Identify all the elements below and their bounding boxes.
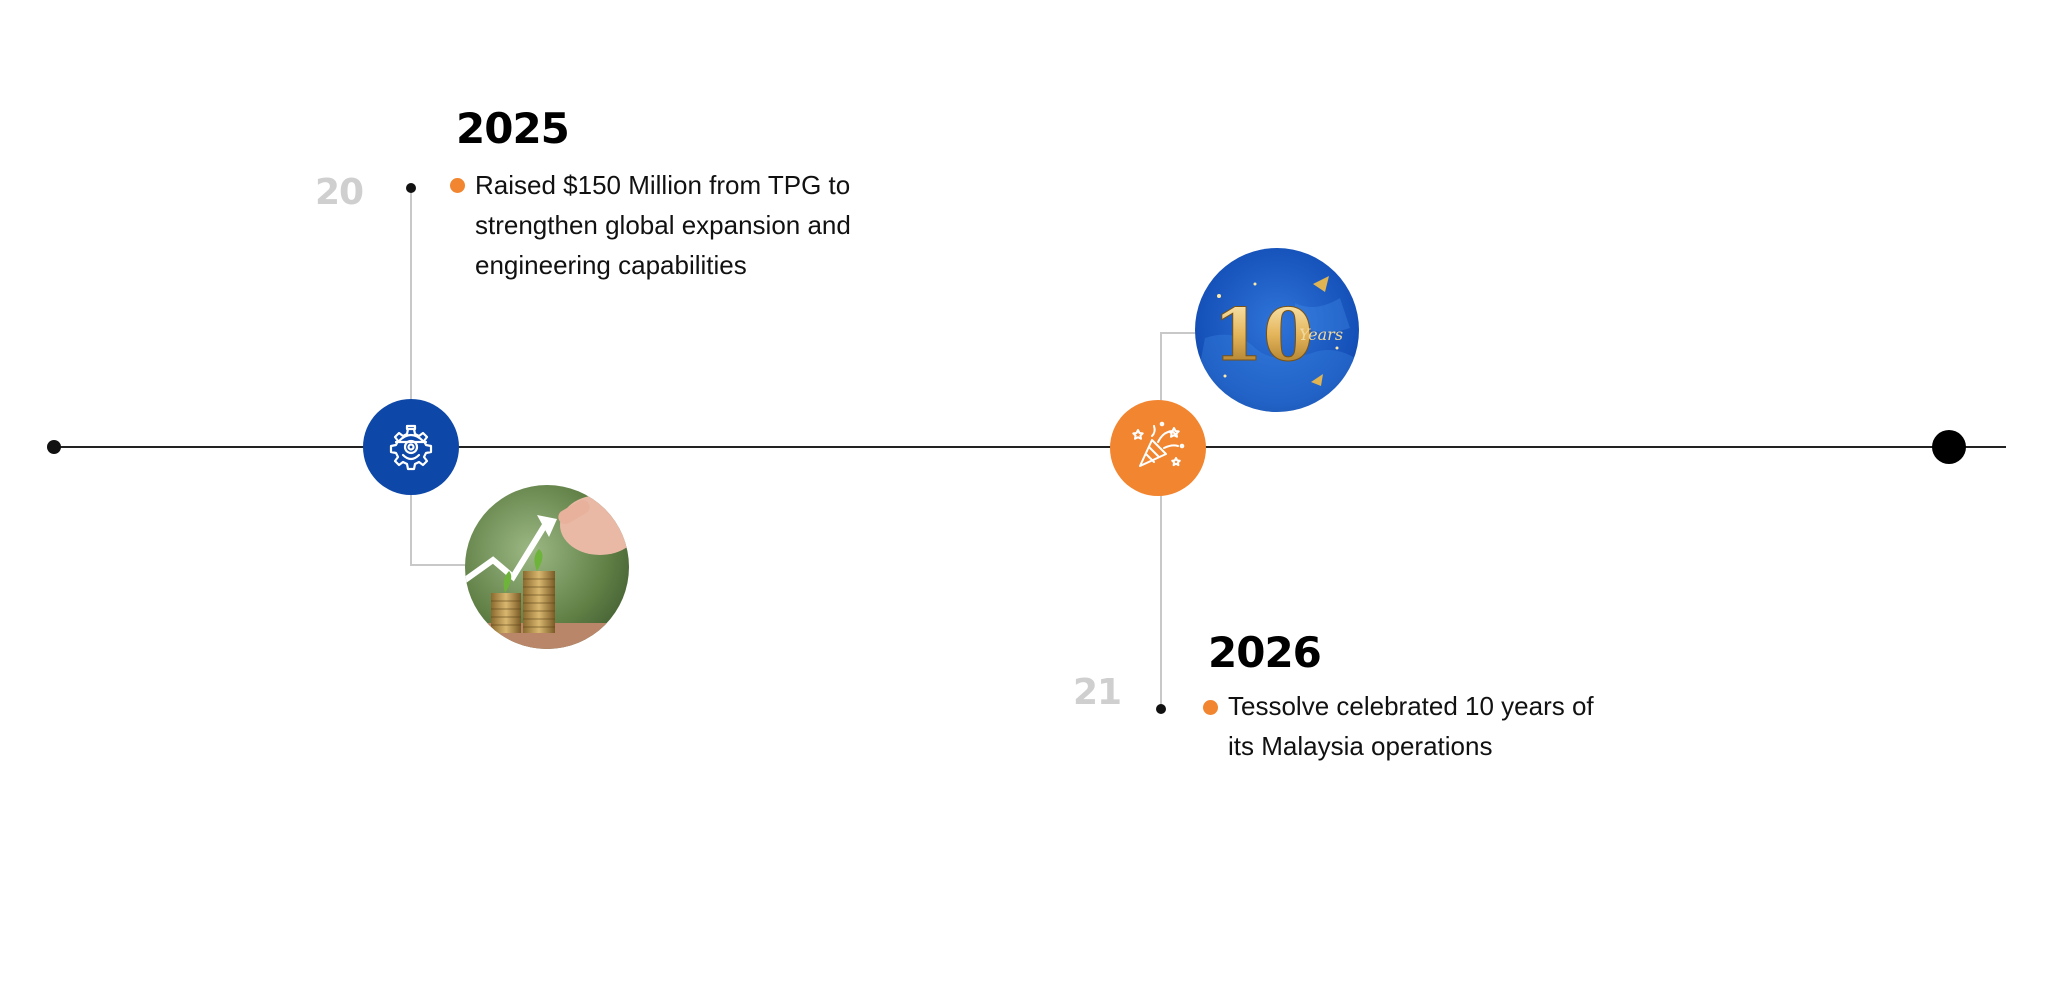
milestone-index: 21 — [1073, 672, 1122, 713]
timeline-axis — [54, 446, 2006, 448]
milestone-index: 20 — [315, 172, 364, 213]
badge-number: 10 — [1213, 292, 1313, 377]
milestone-year: 2025 — [456, 104, 570, 153]
description-line: Raised $150 Million from TPG to — [475, 170, 851, 200]
connector-horizontal — [1160, 332, 1206, 334]
description-line: its Malaysia operations — [1228, 731, 1493, 761]
connector-vertical — [1160, 332, 1162, 707]
anchor-dot — [406, 183, 416, 193]
engineer-gear-icon — [363, 399, 459, 495]
coins-growth-image — [465, 485, 629, 649]
party-popper-icon — [1110, 400, 1206, 496]
milestone-year: 2026 — [1208, 628, 1322, 677]
badge-word: Years — [1299, 325, 1343, 344]
description-line: engineering capabilities — [475, 250, 747, 280]
timeline-start-dot — [47, 440, 61, 454]
milestone-description: Raised $150 Million from TPG to strength… — [475, 165, 851, 285]
bullet-dot — [1203, 700, 1218, 715]
bullet-dot — [450, 178, 465, 193]
anchor-dot — [1156, 704, 1166, 714]
description-line: strengthen global expansion and — [475, 210, 851, 240]
timeline-end-dot — [1932, 430, 1966, 464]
ten-years-badge-image: 10 Years — [1195, 248, 1359, 412]
milestone-description: Tessolve celebrated 10 years of its Mala… — [1228, 686, 1594, 766]
description-line: Tessolve celebrated 10 years of — [1228, 691, 1594, 721]
connector-horizontal — [410, 564, 470, 566]
connector-vertical — [410, 188, 412, 566]
